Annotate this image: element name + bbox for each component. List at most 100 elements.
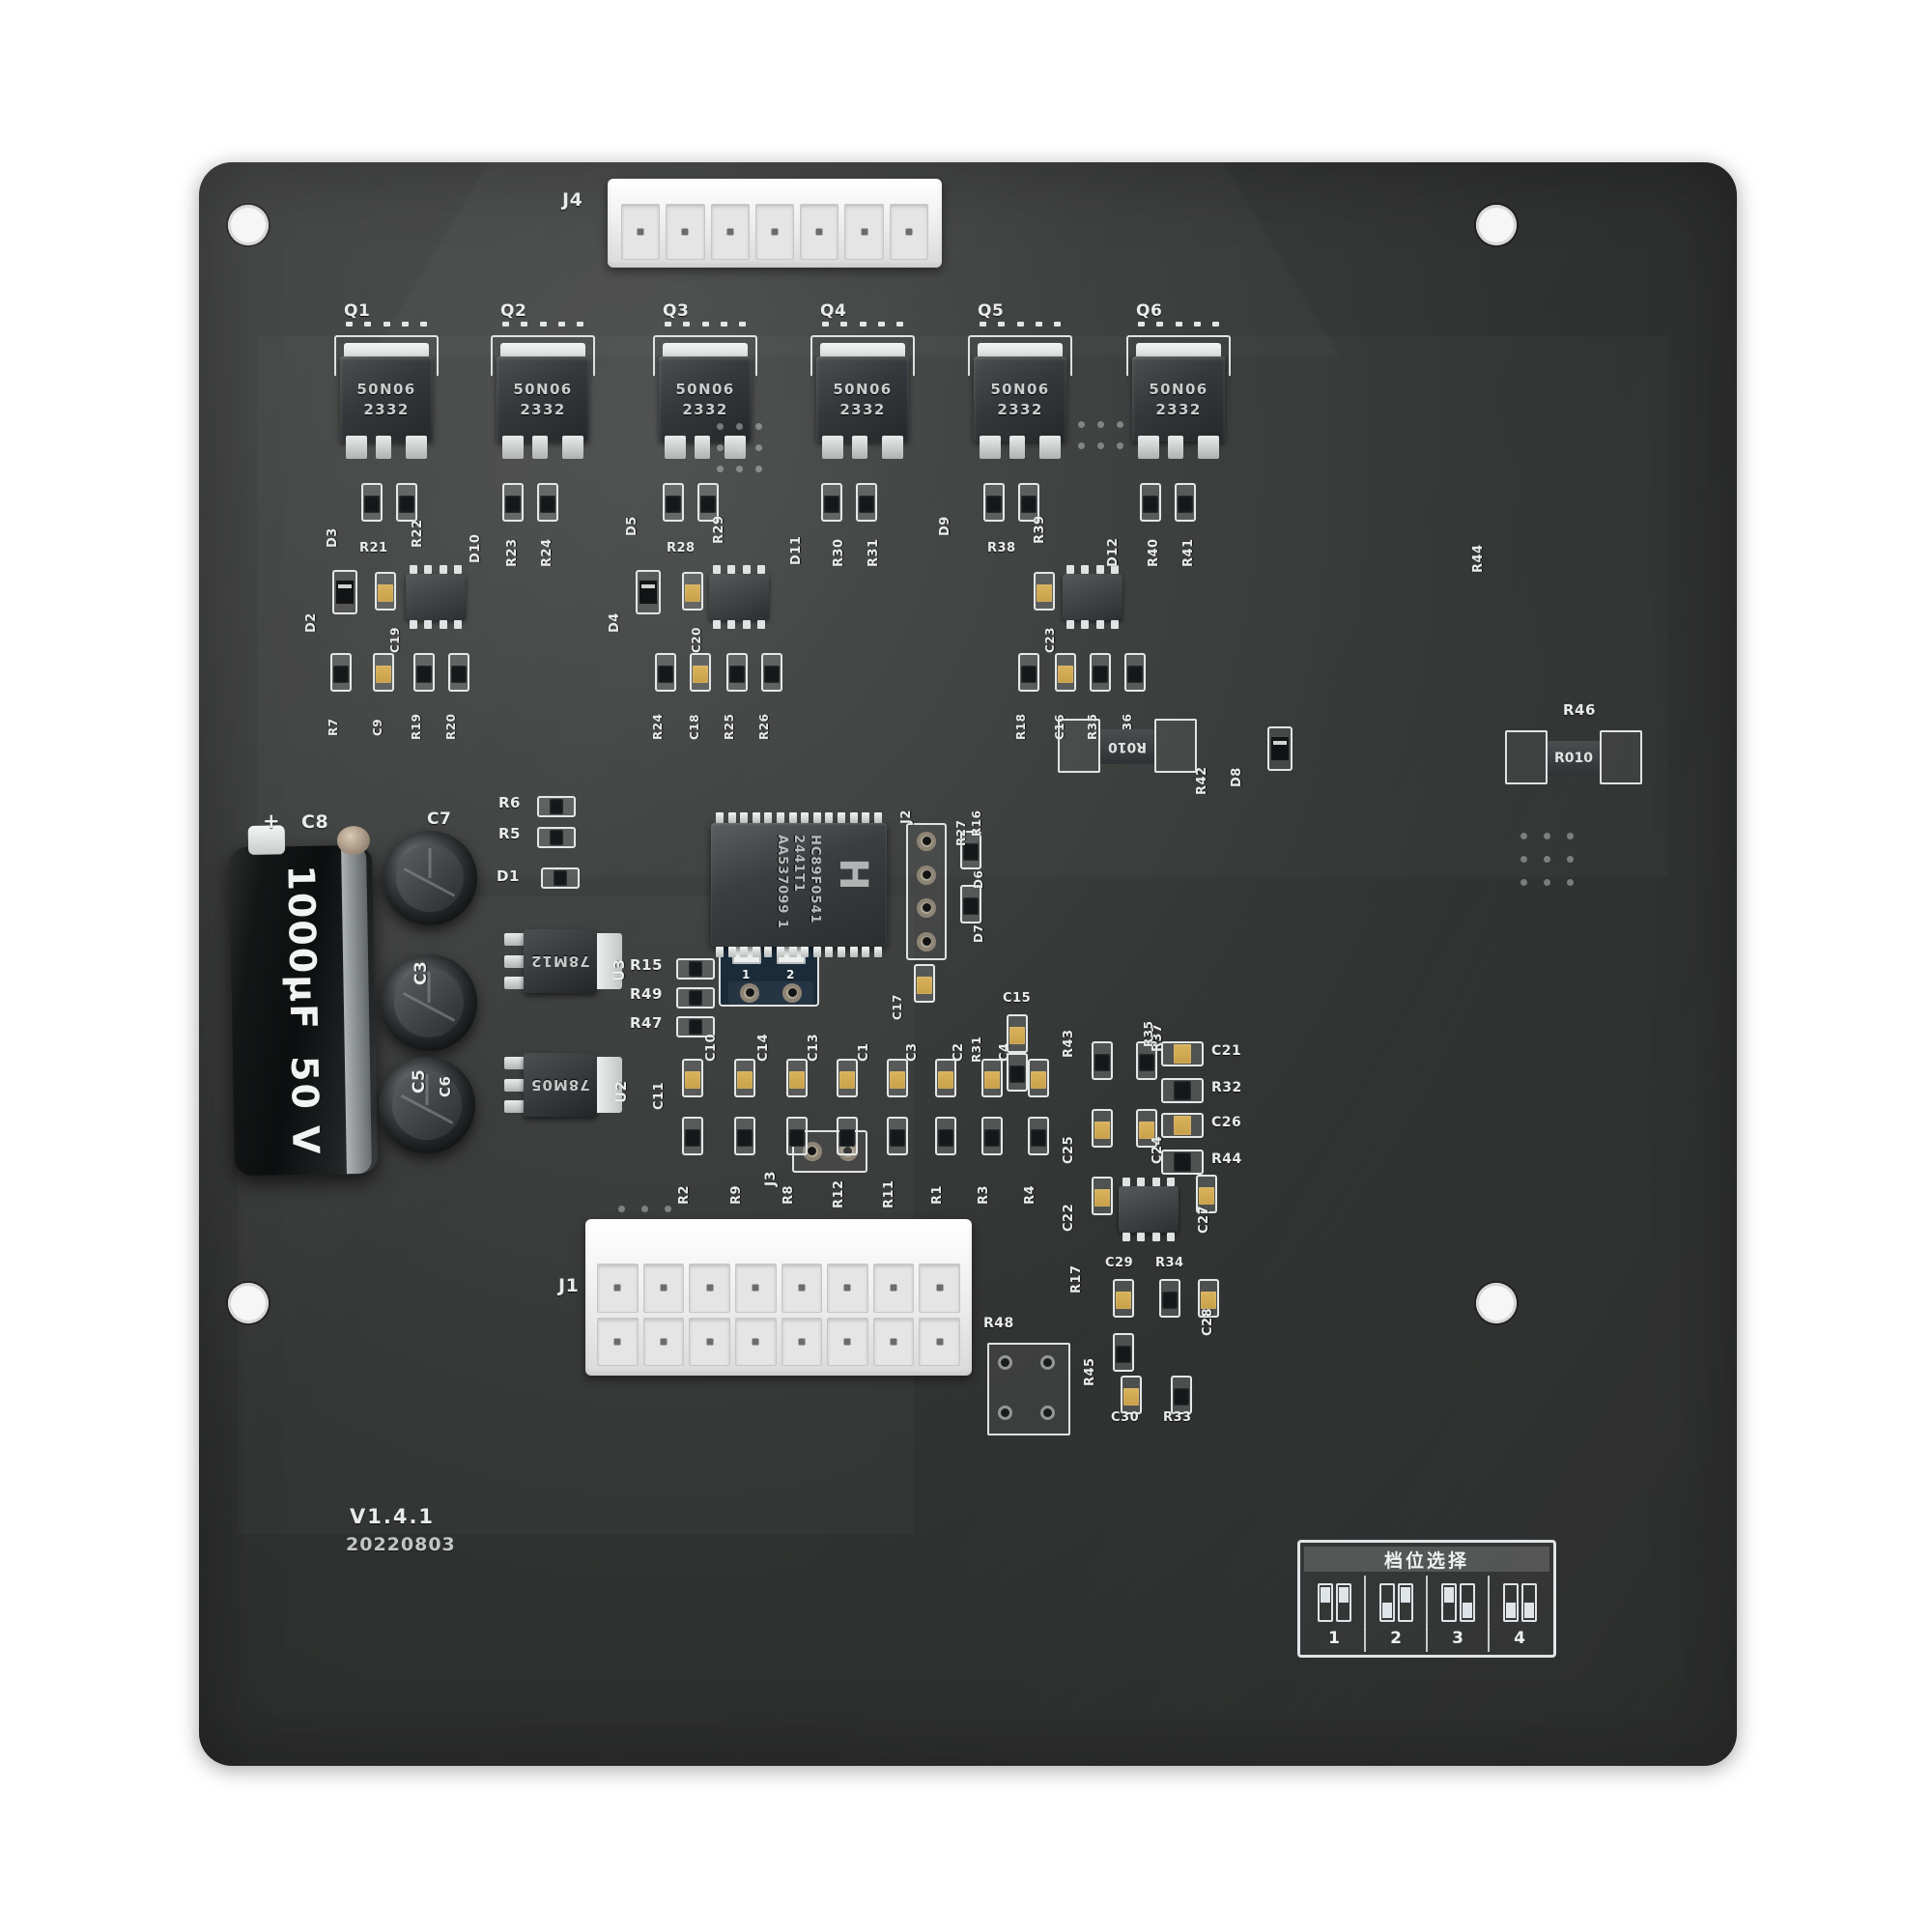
r41-marking: R010 <box>1107 739 1147 754</box>
capacitor-c15 <box>1007 1014 1028 1053</box>
silk-label-c8: C8 <box>301 811 329 833</box>
resistor-r33 <box>1171 1376 1192 1414</box>
dipref-switch-icon <box>1520 1583 1537 1622</box>
j1-pin <box>597 1317 639 1366</box>
silk-label-q3: Q3 <box>663 301 690 321</box>
j2-pin[interactable] <box>917 931 936 952</box>
silk-label-r25: R25 <box>723 713 736 740</box>
mount-hole-top-right <box>1476 205 1517 245</box>
silk-label-c6: C6 <box>437 1075 454 1097</box>
silk-label-r2: R2 <box>677 1184 692 1205</box>
q2-pad-dots <box>502 322 583 327</box>
resistor-r31b <box>1007 1053 1028 1092</box>
silk-label-r11: R11 <box>882 1179 896 1208</box>
silk-label-j4: J4 <box>562 189 583 211</box>
resistor-r26 <box>761 653 782 692</box>
mcu-pins-bottom <box>716 947 882 957</box>
j2-pin[interactable] <box>917 898 936 919</box>
j4-pin <box>710 204 750 260</box>
silk-label-r16: R16 <box>970 810 983 837</box>
silk-label-r49: R49 <box>630 985 663 1003</box>
dipref-title-bar: 档位选择 <box>1304 1547 1549 1572</box>
dip-switch-reference-table: 档位选择 1 2 3 4 <box>1297 1540 1556 1658</box>
silk-label-r46: R46 <box>1563 701 1596 719</box>
header-r48[interactable] <box>987 1343 1070 1435</box>
capacitor-c28 <box>1198 1279 1219 1318</box>
q4-lead <box>852 436 867 459</box>
capacitor-c16 <box>1055 653 1076 692</box>
silk-label-r29: R29 <box>712 515 726 544</box>
capacitor-c21 <box>1161 1041 1204 1066</box>
silk-label-c27: C27 <box>1197 1205 1211 1234</box>
resistor-r12 <box>837 1117 858 1155</box>
resistor-r20 <box>448 653 469 692</box>
electrolytic-capacitor-c5 <box>379 1057 475 1153</box>
q1-outline <box>334 335 439 376</box>
c8-voltage: 50 V <box>282 1055 327 1156</box>
q3-lead <box>724 436 746 459</box>
diode-d1 <box>541 867 580 889</box>
silk-label-d9: D9 <box>938 516 952 536</box>
capacitor-c25 <box>1092 1109 1113 1148</box>
dipref-switch-icon <box>1335 1583 1351 1622</box>
capacitor-c13 <box>837 1059 858 1097</box>
j3-pin[interactable] <box>838 1142 858 1161</box>
dipref-switch-row <box>1304 1576 1549 1630</box>
r48-via <box>1001 1358 1009 1367</box>
j2-pin[interactable] <box>917 832 936 852</box>
silk-label-c22: C22 <box>1062 1203 1076 1232</box>
capacitor-c18 <box>690 653 711 692</box>
resistor-r44 <box>1161 1150 1204 1175</box>
j1-pin <box>734 1264 777 1313</box>
silk-label-r5: R5 <box>498 825 521 842</box>
q4-package: 50N06 2332 <box>816 356 909 441</box>
u2-marking: 78M05 <box>530 1076 590 1094</box>
silk-label-r26: R26 <box>757 713 771 740</box>
silk-label-c13: C13 <box>807 1033 821 1062</box>
u2-leads <box>504 1057 524 1113</box>
u3-package: 78M12 <box>524 929 597 993</box>
q2-marking-line2: 2332 <box>520 400 566 418</box>
header-j2[interactable] <box>906 823 947 960</box>
resistor-r1 <box>935 1117 956 1155</box>
connector-j4[interactable] <box>608 179 942 268</box>
q4-lead <box>882 436 903 459</box>
pad-r46-left <box>1505 730 1548 784</box>
mosfet-q5: 50N06 2332 <box>968 322 1072 459</box>
resistor-r6 <box>537 796 576 817</box>
q5-pad-dots <box>980 322 1061 327</box>
j1-pin <box>781 1317 823 1366</box>
electrolytic-capacitor-c8: 1000µF 50 V <box>229 825 378 1177</box>
silk-label-c10: C10 <box>704 1033 719 1062</box>
silk-label-r40: R40 <box>1147 538 1161 567</box>
j1-pin <box>827 1317 868 1366</box>
capacitor-c27 <box>1196 1175 1217 1213</box>
silk-label-r23: R23 <box>505 538 520 567</box>
resistor-r23-footprint <box>502 483 524 522</box>
resistor-r3 <box>981 1117 1003 1155</box>
resistor-r18 <box>1018 653 1039 692</box>
silk-label-r42: R42 <box>1195 766 1209 795</box>
silk-label-r7: R7 <box>327 718 340 736</box>
j4-pin <box>889 204 928 260</box>
j2-pin[interactable] <box>917 865 936 885</box>
pad-r41-power-right <box>1154 719 1197 773</box>
silk-label-r41: R41 <box>1181 538 1196 567</box>
capacitor-c14 <box>786 1059 808 1097</box>
pcb-board <box>199 162 1737 1766</box>
silk-label-r44b: R44 <box>1471 544 1486 573</box>
s1-solder-pads <box>728 981 813 1005</box>
dipref-cell-2 <box>1366 1576 1428 1630</box>
jumper-j3[interactable] <box>792 1130 867 1173</box>
q1-lead <box>346 436 367 459</box>
dipref-switch-icon <box>1459 1583 1475 1622</box>
q6-pad-dots <box>1138 322 1219 327</box>
q3-pad-dots <box>665 322 746 327</box>
capacitor-c17 <box>914 964 935 1003</box>
dipref-cell-1 <box>1304 1576 1366 1630</box>
silk-label-r31: R31 <box>867 538 881 567</box>
silk-label-d4: D4 <box>608 612 622 633</box>
silk-label-j2: J2 <box>899 810 914 824</box>
silk-label-c20: C20 <box>690 626 703 653</box>
connector-j1[interactable] <box>585 1219 972 1376</box>
